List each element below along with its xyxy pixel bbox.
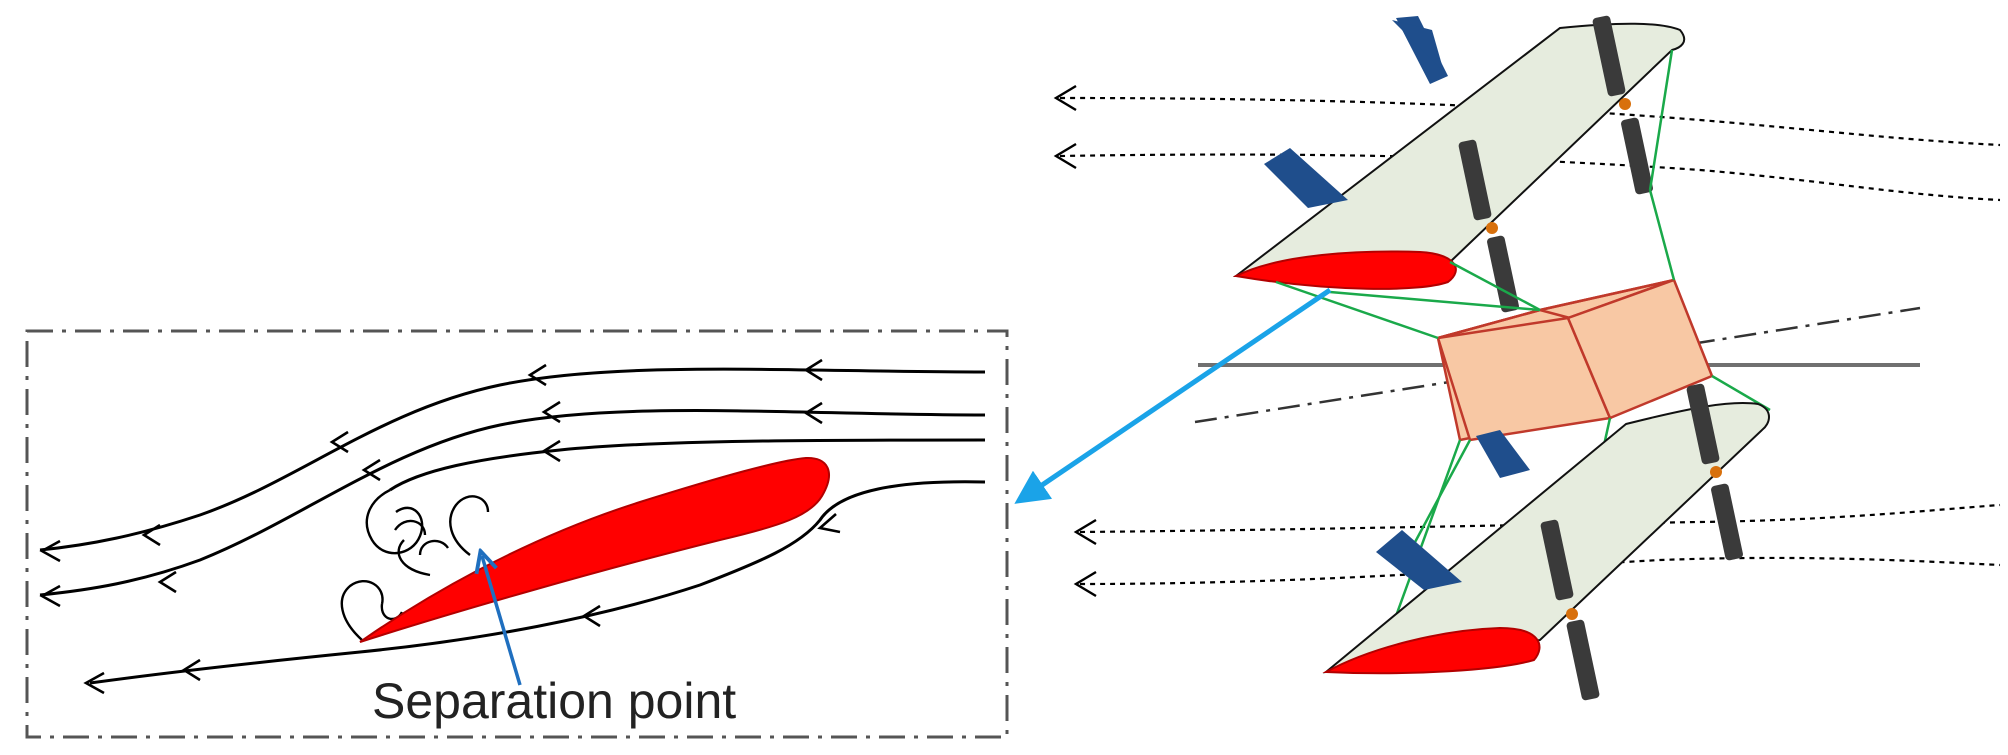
propeller-icon: [1487, 235, 1519, 313]
chevron-left-icon: [83, 671, 105, 695]
chevron-left-icon: [803, 358, 823, 382]
dashed-arrowheads-lower: [1073, 518, 1097, 598]
chevron-left-icon: [817, 513, 841, 534]
separation-vortices: [340, 488, 490, 641]
fin-icon: [1392, 20, 1444, 72]
arrow-down-left-icon: [1014, 287, 1332, 504]
fin-icon: [1476, 430, 1530, 478]
lower-propellers: [1540, 383, 1743, 701]
chevron-left-icon: [39, 584, 61, 608]
flow-arrows-upper: [39, 358, 823, 608]
arrow-up-icon: [482, 556, 522, 686]
chevron-left-icon: [1073, 518, 1097, 546]
streamline-4: [89, 480, 986, 685]
chevron-left-icon: [361, 458, 381, 482]
streamline-3: [389, 438, 986, 492]
propeller-icon: [1621, 117, 1653, 195]
chevron-left-icon: [141, 523, 161, 547]
chevron-left-icon: [1053, 84, 1077, 112]
fin-icon: [1264, 148, 1348, 208]
separation-arrow: [482, 556, 522, 686]
detail-frame: [25, 329, 1009, 739]
chevron-left-icon: [181, 658, 201, 682]
chevron-left-icon: [329, 430, 349, 454]
propeller-icon: [1711, 483, 1743, 561]
fin-icon: [1376, 530, 1462, 590]
propeller-icon: [1458, 139, 1492, 221]
propeller-icon: [1566, 619, 1600, 701]
propeller-icon: [1592, 15, 1626, 97]
streamline-2: [39, 409, 986, 597]
streamline-1: [39, 367, 986, 552]
separation-point-label: Separation point: [372, 673, 736, 729]
propeller-icon: [1686, 383, 1720, 465]
dashed-arrowheads-upper: [1053, 84, 1077, 170]
propeller-icon: [1540, 519, 1574, 601]
chevron-left-icon: [1053, 142, 1077, 170]
airfoil-detail: [359, 456, 830, 643]
chevron-left-icon: [527, 363, 547, 387]
chevron-left-icon: [581, 604, 601, 628]
dashed-streamlines-lower: [1079, 503, 2001, 586]
chevron-left-icon: [39, 539, 61, 563]
chevron-left-icon: [1073, 570, 1097, 598]
chevron-left-icon: [541, 439, 561, 463]
callout-arrow: [1014, 287, 1332, 504]
central-body: [1436, 278, 1714, 442]
streamlines-lower: [89, 480, 986, 685]
chevron-left-icon: [803, 401, 823, 425]
chevron-left-icon: [157, 570, 177, 594]
chevron-left-icon: [541, 400, 561, 424]
flow-arrows-lower: [83, 513, 841, 695]
